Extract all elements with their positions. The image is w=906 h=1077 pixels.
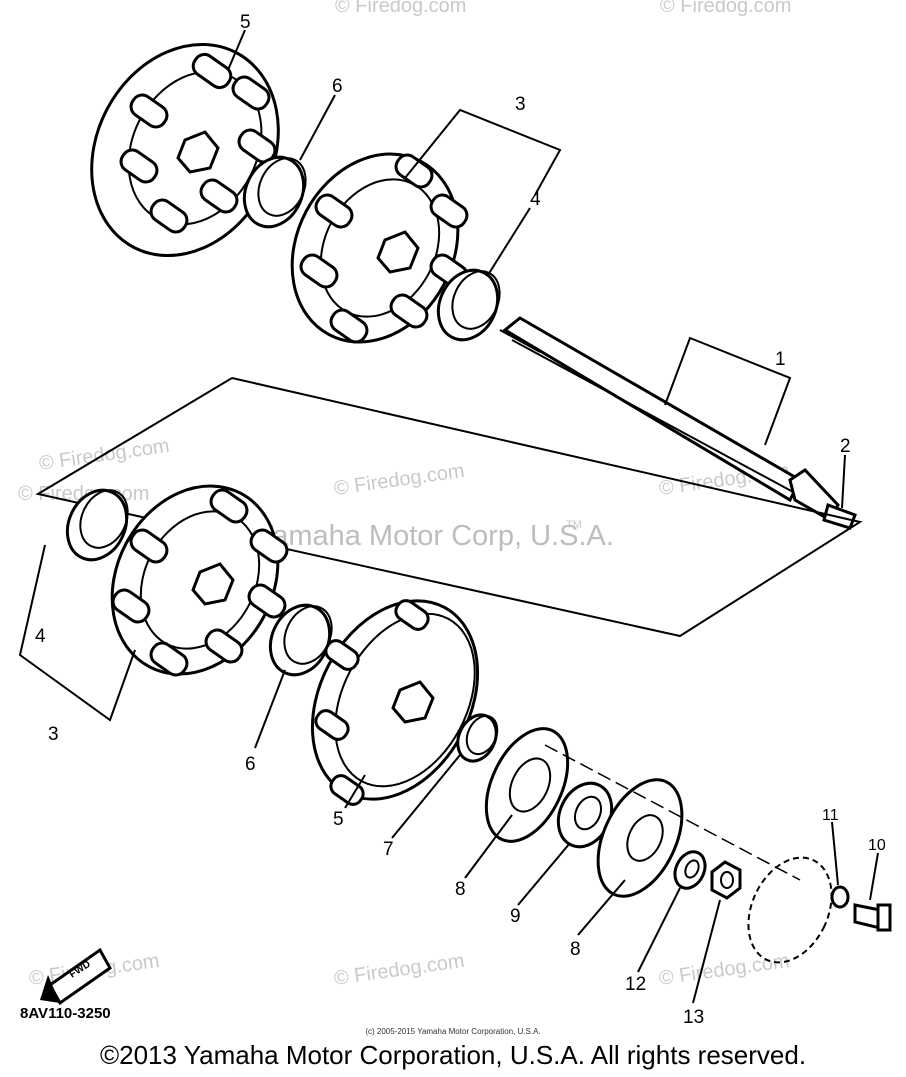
callout-4-upper: 4: [530, 189, 541, 210]
callout-4-lower: 4: [35, 626, 46, 647]
hub-outline: [747, 856, 833, 964]
bearing-housing-8-a: [484, 727, 570, 843]
collar-6-upper: [242, 155, 307, 229]
copyright-small: (c) 2005-2015 Yamaha Motor Corporation, …: [365, 1027, 541, 1036]
callout-bracket-3-upper: [404, 108, 562, 196]
callout-2: 2: [840, 436, 851, 457]
diagram-code: 8AV110-3250: [20, 1005, 111, 1022]
washer-12: [673, 850, 707, 890]
callout-5-lower: 5: [333, 809, 344, 830]
callout-8-a: 8: [455, 879, 466, 900]
watermark-firedog: © Firedog.com: [333, 950, 466, 990]
sprocket-3-lower: [110, 484, 289, 677]
assembly-outline: [35, 377, 863, 638]
nut-13: [710, 860, 742, 900]
watermark-firedog: © Firedog.com: [658, 950, 791, 990]
watermark-firedog: © Firedog.com: [333, 460, 466, 500]
collar-4-lower: [65, 488, 129, 562]
callout-5-upper: 5: [240, 12, 251, 33]
bolt-10: [853, 903, 892, 932]
callout-3-lower: 3: [48, 724, 59, 745]
spacer-7: [456, 713, 499, 763]
callout-8-b: 8: [570, 939, 581, 960]
callout-11: 11: [822, 807, 839, 824]
callout-6-upper: 6: [332, 76, 343, 97]
sprocket-5-lower: [310, 599, 480, 806]
callout-bracket-1: [664, 336, 792, 446]
callout-13: 13: [683, 1007, 704, 1028]
sprocket-5-upper: [90, 42, 280, 258]
callout-1: 1: [775, 349, 786, 370]
callout-bracket-3-lower: [18, 544, 136, 722]
callout-7: 7: [383, 839, 394, 860]
callout-3-upper: 3: [515, 94, 526, 115]
watermark-firedog: © Firedog.com: [660, 0, 791, 17]
footer-copyright: ©2013 Yamaha Motor Corporation, U.S.A. A…: [99, 1040, 807, 1070]
callout-9: 9: [510, 906, 521, 927]
collar-4-upper: [436, 268, 501, 342]
watermark-tm: TM: [566, 519, 582, 531]
watermark-yamaha: Yamaha Motor Corp, U.S.A.: [255, 520, 614, 552]
watermark-firedog: © Firedog.com: [335, 0, 466, 17]
sprocket-3-upper: [290, 152, 469, 344]
callout-12: 12: [625, 974, 646, 995]
callout-10: 10: [868, 837, 886, 854]
washer-11: [830, 885, 850, 909]
callout-6-lower: 6: [245, 754, 256, 775]
